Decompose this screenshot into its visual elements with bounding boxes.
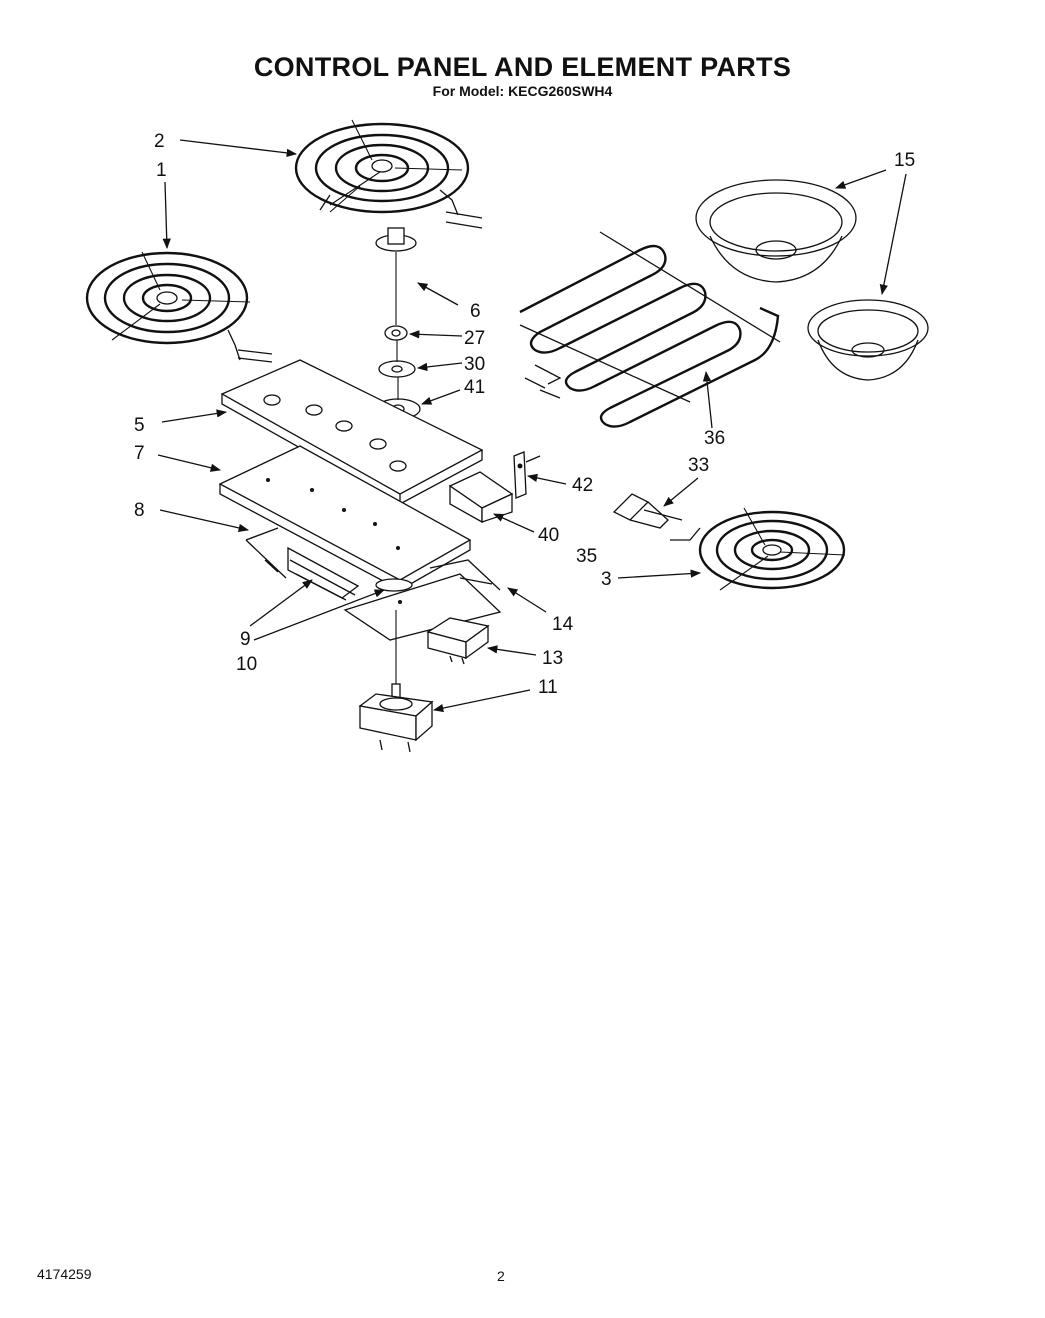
callout-9: 9 (240, 629, 251, 650)
callout-1: 1 (156, 160, 167, 181)
receptacle-35 (612, 493, 683, 529)
callout-5: 5 (134, 415, 145, 436)
callout-11: 11 (538, 677, 558, 698)
terminal-block-40 (448, 471, 514, 524)
callout-42: 42 (572, 475, 593, 496)
model-subtitle: For Model: KECG260SWH4 (432, 83, 613, 99)
callout-35: 35 (576, 546, 597, 567)
surface-element-2 (294, 119, 483, 229)
surface-element-3 (670, 507, 846, 591)
callout-7: 7 (134, 443, 145, 464)
callout-3: 3 (601, 569, 612, 590)
switch-13 (426, 617, 490, 665)
bake-element-36 (519, 231, 781, 428)
lower-bracket-assembly (245, 527, 502, 641)
bracket-42 (513, 451, 541, 499)
callout-27: 27 (464, 328, 485, 349)
callout-33: 33 (688, 455, 709, 476)
drip-bowls-15 (695, 179, 929, 381)
callout-41: 41 (464, 377, 485, 398)
page-title: CONTROL PANEL AND ELEMENT PARTS (253, 52, 792, 82)
callout-14: 14 (552, 614, 574, 635)
document-number: 4174259 (37, 1266, 92, 1282)
infinite-switch-11 (358, 610, 434, 753)
surface-element-1 (85, 251, 273, 363)
page-number: 2 (497, 1268, 505, 1284)
callout-36: 36 (704, 428, 725, 449)
callout-6: 6 (470, 301, 481, 322)
callout-40: 40 (538, 525, 559, 546)
callout-10: 10 (236, 654, 257, 675)
callout-30: 30 (464, 354, 485, 375)
callout-2: 2 (154, 131, 165, 152)
callout-8: 8 (134, 500, 145, 521)
callout-15: 15 (894, 150, 915, 171)
callout-leaders (157, 139, 907, 713)
callout-13: 13 (542, 648, 563, 669)
